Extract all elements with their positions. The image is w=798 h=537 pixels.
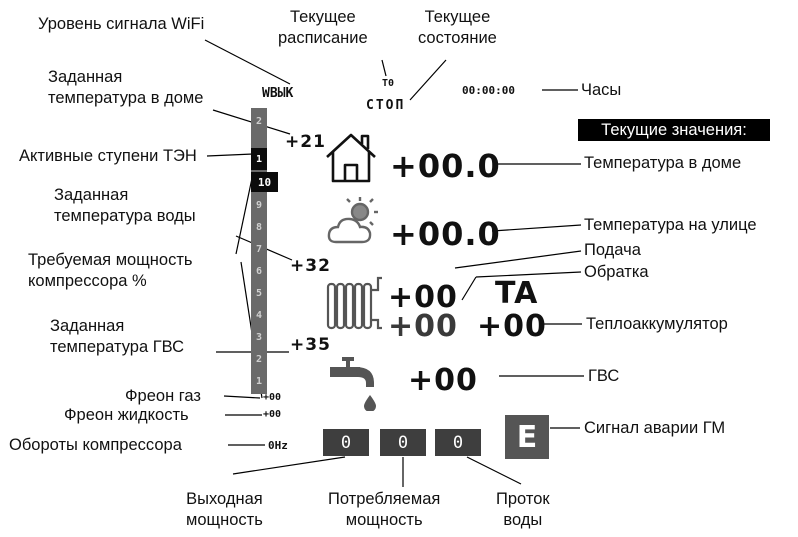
bar-segment: 6 [255, 265, 263, 277]
set-dhw-temp-value: +35 [290, 335, 331, 355]
water-flow-label: Проток воды [496, 490, 550, 529]
consumed-power-label: Потребляемая мощность [328, 490, 441, 529]
current-schedule-label: Текущее расписание [278, 8, 368, 47]
schedule-value: T0 [382, 78, 395, 89]
state-value: СТОП [366, 98, 406, 113]
heat-pump-alarm-label: Сигнал аварии ГМ [584, 419, 726, 437]
outdoor-temp-label: Температура на улице [584, 216, 757, 234]
heater-stages-label: Активные ступени ТЭН [19, 147, 197, 165]
compressor-speed-value: 0Hz [268, 439, 288, 452]
water-flow-value: 0 [435, 429, 481, 456]
dhw-label: ГВС [588, 367, 620, 385]
home-temp-value: +00.0 [390, 147, 501, 185]
return-label: Обратка [584, 263, 649, 281]
heat-accumulator-label: Теплоаккумулятор [586, 315, 728, 333]
bar-segment: 3 [255, 331, 263, 343]
freon-liquid-value: +00 [263, 409, 282, 420]
heater-stage-bar: 2 1 9 8 7 6 5 4 3 2 1 [251, 108, 267, 394]
set-dhw-temp-label: Заданная температура ГВС [50, 317, 185, 356]
clock-value: 00:00:00 [462, 84, 515, 97]
freon-liquid-label: Фреон жидкость [64, 406, 189, 424]
bar-segment: 9 [255, 199, 263, 211]
supply-label: Подача [584, 241, 641, 259]
wifi-status-value: WBЫK [262, 86, 294, 101]
bar-segment: 1 [255, 375, 263, 387]
set-home-temp-value: +21 [285, 132, 326, 152]
set-water-temp-value: +32 [290, 256, 331, 276]
dhw-value: +00 [408, 363, 478, 398]
set-home-temp-label: Заданная температура в доме [48, 68, 204, 107]
current-values-header: Текущие значения: [578, 119, 770, 141]
supply-value: +00 [388, 280, 458, 315]
bar-segment-active: 1 [251, 148, 267, 170]
bar-segment: 8 [255, 221, 263, 233]
required-power-label: Требуемая мощность компрессора % [28, 251, 193, 290]
ta-value: +00 [477, 309, 547, 344]
return-value: +00 [388, 309, 458, 344]
ta-label: TA [495, 276, 539, 311]
weather-icon [327, 197, 378, 244]
faucet-icon [330, 357, 376, 411]
house-icon [326, 133, 376, 183]
consumed-power-value: 0 [380, 429, 426, 456]
output-power-value: 0 [323, 429, 369, 456]
freon-gas-value: +00 [263, 392, 282, 403]
radiator-icon [326, 276, 382, 330]
set-water-temp-label: Заданная температура воды [54, 186, 196, 225]
bar-segment: 2 [255, 353, 263, 365]
wifi-level-label: Уровень сигнала WiFi [38, 15, 205, 33]
home-temp-label: Температура в доме [584, 154, 742, 172]
output-power-label: Выходная мощность [186, 490, 263, 529]
bar-segment: 7 [255, 243, 263, 255]
freon-gas-label: Фреон газ [125, 387, 201, 405]
alarm-badge: E [505, 415, 549, 459]
bar-segment: 2 [255, 115, 263, 127]
outdoor-temp-value: +00.0 [390, 215, 501, 253]
clock-label: Часы [581, 81, 622, 99]
current-state-label: Текущее состояние [418, 8, 497, 47]
bar-segment-active: 10 [251, 172, 278, 192]
bar-segment: 4 [255, 309, 263, 321]
bar-segment: 5 [255, 287, 263, 299]
compressor-speed-label: Обороты компрессора [9, 436, 182, 454]
